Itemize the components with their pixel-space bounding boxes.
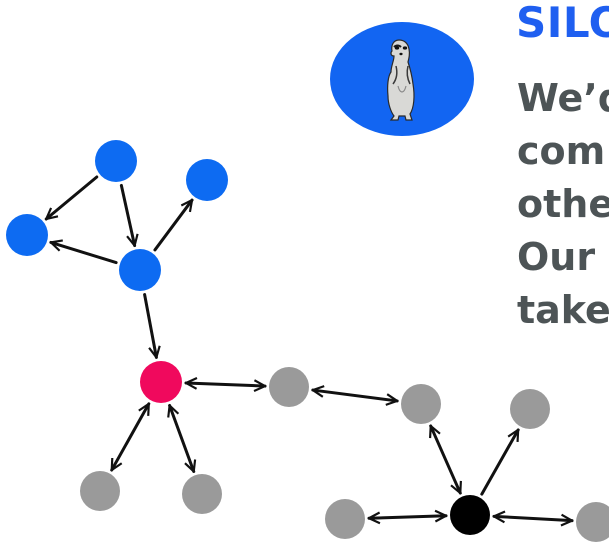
body-line: othe [517,182,609,226]
edge-g-right-to-black-hub [431,426,461,493]
edge-b-center-to-b-left [51,242,118,265]
edge-b-center-to-pink-hub [143,293,157,358]
edge-g-bottomleft-to-black-hub [369,516,446,518]
edge-pink-hub-to-g-lowleft [110,404,151,470]
node-g-right [401,384,441,424]
node-g-bottomright [576,502,609,542]
node-b-left [6,214,48,256]
node-pink-hub [140,361,182,403]
edge-black-hub-to-g-farright [480,430,520,496]
body-text: We’d com othe Our take [517,72,609,337]
node-g-farright [510,389,550,429]
node-black-hub [450,495,490,535]
edge-pink-hub-to-g-mid [186,383,265,386]
node-g-lowmid [182,474,222,514]
node-g-bottomleft [325,499,365,539]
nodes-layer [6,140,609,542]
edges-layer [46,175,572,521]
meerkat-avatar [330,22,474,136]
node-g-lowleft [80,471,120,511]
page-title: SILO [516,0,609,47]
body-line: We’d [517,76,609,120]
edge-b-top-to-b-left [46,175,99,219]
edge-g-mid-to-g-right [313,390,397,401]
edge-black-hub-to-g-bottomright [494,516,572,520]
body-line: take [517,288,609,332]
node-g-mid [269,367,309,407]
body-line: Our [517,235,596,279]
node-b-center [119,249,161,291]
edge-b-center-to-b-right [153,200,194,252]
body-line: com [517,129,606,173]
edge-b-top-to-b-center [119,183,134,245]
meerkat-icon [330,22,474,136]
node-b-top [95,140,137,182]
edge-pink-hub-to-g-lowmid [170,405,194,471]
node-b-right [186,159,228,201]
